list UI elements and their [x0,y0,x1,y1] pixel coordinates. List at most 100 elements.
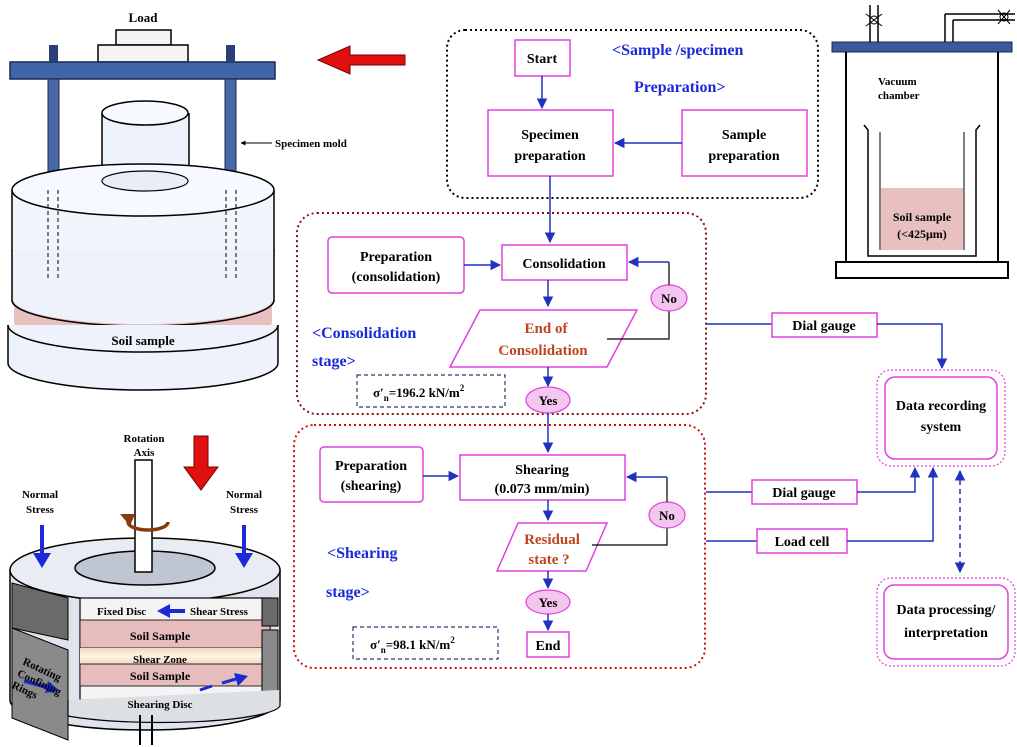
prep-shearing-label-2: (shearing) [341,479,402,494]
shearing-stress-value: =98.1 kN/m [386,637,451,652]
fixed-disc-label: Fixed Disc [97,606,146,618]
prep-shearing-label-1: Preparation [335,459,407,474]
normal-stress-left-1: Normal [22,489,58,501]
residual-state-decision [495,522,609,572]
mold-label: Specimen mold [275,138,347,150]
red-arrow-left [316,45,406,75]
rotation-axis-label-2: Axis [134,447,156,459]
end-box [526,631,570,658]
chamber-lid [831,41,1013,53]
normal-stress-arrow-left [33,553,51,568]
shear-stress-arrow [157,604,170,618]
red-arrow-down [183,435,219,491]
data-recording-label-2: system [921,420,962,435]
shearing-stress-sub: n [381,645,386,655]
sample-prep-label-2: preparation [708,149,780,164]
beaker-soil [881,188,963,250]
end-label: End [536,639,561,654]
consolidation-stress-sup: 2 [460,383,465,393]
vacuum-label-2: chamber [878,90,920,102]
shearing-stress-sigma: σ′ [370,637,381,652]
ring-shear-apparatus: Rotation Axis Normal Stress Normal Stres… [9,433,281,745]
shearing-stage-title-2: stage> [326,584,370,601]
normal-stress-right-2: Stress [230,504,259,516]
beaker-soil-label-1: Soil sample [893,210,952,224]
shear-zone-label: Shear Zone [133,654,187,666]
data-recording-label-1: Data recording [896,399,986,414]
consolidation-stress-text: σ′n=196.2 kN/m2 [373,383,465,403]
prep-consolidation-label-1: Preparation [360,250,432,265]
shear-stress-label: Shear Stress [190,606,249,618]
vacuum-label-1: Vacuum [878,76,917,88]
shearing-yes-label: Yes [539,595,558,610]
load-label: Load [129,10,159,25]
prep-stage-border [446,29,819,199]
loading-plate [9,61,276,80]
specimen-prep-label-2: preparation [514,149,586,164]
consolidation-stress-sigma: σ′ [373,385,384,400]
end-consolidation-decision [448,309,639,368]
consolidation-no-label: No [661,291,677,306]
residual-state-label-1: Residual [524,532,580,548]
consolidation-stress-value: =196.2 kN/m [389,385,460,400]
shearing-stage-title-1: <Shearing [327,545,397,562]
shear-apparatus: Load Soil sample Specimen mold [7,10,347,391]
dial-gauge-1-label: Dial gauge [792,319,855,334]
sample-prep-box [681,109,808,177]
processing-outer [876,577,1016,667]
vacuum-chamber: Vacuum chamber Soil sample (<425μm) [831,5,1015,279]
data-processing-box [883,584,1009,660]
piston [101,100,189,126]
load-block-top [115,29,172,46]
load-cell-label: Load cell [775,535,830,550]
consolidation-box [501,244,628,281]
consolidation-stage-border [296,212,707,415]
shearing-stress-sup: 2 [450,635,455,645]
recording-outer [876,369,1006,467]
rod-nut-left [49,45,58,62]
start-label: Start [527,52,558,67]
shearing-stage-border [293,424,706,669]
dial-gauge-2-label: Dial gauge [772,486,835,501]
shearing-label-1: Shearing [515,463,569,478]
data-recording-box [884,376,998,460]
specimen-prep-label-1: Specimen [521,128,579,143]
residual-state-label-2: state ? [528,552,569,568]
consolidation-stress-box [356,374,506,408]
rotation-shaft [134,459,153,573]
specimen-prep-box [487,109,614,177]
rotation-axis-label-1: Rotation [124,433,165,445]
consolidation-yes-label: Yes [539,393,558,408]
shearing-no-label: No [659,508,675,523]
rod-nut-right [226,45,235,62]
consolidation-label: Consolidation [522,257,605,272]
dial-gauge-1-box [771,312,878,338]
normal-stress-right-1: Normal [226,489,262,501]
shearing-box [459,454,626,501]
consolidation-stage-title-2: stage> [312,353,356,370]
shearing-stress-text: σ′n=98.1 kN/m2 [370,635,455,655]
end-consolidation-label-2: Consolidation [498,343,588,359]
prep-consolidation-label-2: (consolidation) [352,270,441,285]
prep-stage-title-1: <Sample /specimen [612,42,743,59]
top-soil-label: Soil sample [111,333,174,348]
start-box [514,39,571,77]
dial-gauge-2-box [751,479,858,505]
shearing-disc-label: Shearing Disc [127,699,192,711]
beaker-soil-label-2: (<425μm) [897,227,947,241]
data-processing-label-1: Data processing/ [897,603,997,618]
normal-stress-left-2: Stress [26,504,55,516]
soil-sample-upper-label: Soil Sample [130,629,191,643]
load-block [97,44,189,63]
consolidation-stress-sub: n [384,393,389,403]
normal-stress-arrow-right [235,553,253,568]
end-consolidation-label-1: End of [525,321,569,337]
chamber-base [835,261,1009,279]
consolidation-stage-title-1: <Consolidation [312,325,416,342]
shearing-stress-box [352,626,499,660]
prep-stage-title-2: Preparation> [634,79,725,96]
shearing-label-2: (0.073 mm/min) [495,482,590,497]
data-processing-label-2: interpretation [904,626,988,641]
